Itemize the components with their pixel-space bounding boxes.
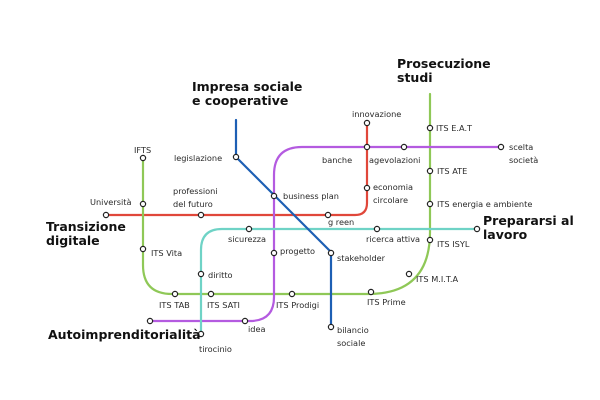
terminal-autoimprenditorialita: Autoimprenditorialità bbox=[48, 327, 201, 342]
label-banche: banche bbox=[322, 155, 352, 165]
label-green: g reen bbox=[328, 217, 354, 227]
label-diritto: diritto bbox=[208, 270, 233, 280]
autoimprenditorialita-purple-line bbox=[148, 145, 503, 323]
stop-stakeholder[interactable] bbox=[327, 249, 335, 257]
stop-ricerca-attiva[interactable] bbox=[373, 225, 381, 233]
stop-innovazione[interactable] bbox=[363, 119, 371, 127]
label-idea: idea bbox=[248, 324, 266, 334]
label-its-vita: ITS Vita bbox=[151, 248, 182, 258]
stop-green[interactable] bbox=[324, 211, 332, 219]
stop-its-isyl[interactable] bbox=[426, 236, 434, 244]
stop-autoimprenditorialita[interactable] bbox=[146, 317, 154, 325]
label-progetto: progetto bbox=[280, 246, 315, 256]
label-its-mita: ITS M.I.T.A bbox=[416, 274, 459, 284]
stop-its-sati[interactable] bbox=[207, 290, 215, 298]
stop-its-mita[interactable] bbox=[405, 270, 413, 278]
label-its-tab: ITS TAB bbox=[159, 300, 190, 310]
label-stakeholder: stakeholder bbox=[337, 253, 386, 263]
label-sicurezza: sicurezza bbox=[228, 234, 266, 244]
transizione-digitale-red-line bbox=[104, 121, 369, 217]
stop-its-energia[interactable] bbox=[426, 200, 434, 208]
stop-ifts[interactable] bbox=[139, 154, 147, 162]
label-its-eat: ITS E.A.T bbox=[436, 123, 473, 133]
stop-its-tab[interactable] bbox=[171, 290, 179, 298]
stop-legislazione[interactable] bbox=[232, 153, 240, 161]
label-ricerca-attiva: ricerca attiva bbox=[366, 234, 420, 244]
label-its-isyl: ITS ISYL bbox=[437, 239, 470, 249]
label-business-plan: business plan bbox=[283, 191, 339, 201]
stop-tirocinio[interactable] bbox=[197, 330, 205, 338]
stop-universita[interactable] bbox=[139, 200, 147, 208]
label-tirocinio: tirocinio bbox=[199, 344, 232, 354]
stop-business-plan[interactable] bbox=[270, 192, 278, 200]
stop-its-vita[interactable] bbox=[139, 245, 147, 253]
label-economia-circolare: economia circolare bbox=[373, 182, 416, 205]
terminal-prepararsi-al-lavoro: Prepararsi al lavoro bbox=[483, 213, 578, 242]
stop-its-prime[interactable] bbox=[367, 288, 375, 296]
label-professioni: professioni del futuro bbox=[173, 186, 220, 209]
stop-idea[interactable] bbox=[241, 317, 249, 325]
terminal-impresa-sociale: Impresa sociale e cooperative bbox=[192, 79, 307, 108]
stop-professioni[interactable] bbox=[197, 211, 205, 219]
label-its-sati: ITS SATI bbox=[207, 300, 240, 310]
stop-prepararsi[interactable] bbox=[473, 225, 481, 233]
stop-economia-circolare[interactable] bbox=[363, 184, 371, 192]
label-agevolazioni: agevolazioni bbox=[369, 155, 420, 165]
stop-sicurezza[interactable] bbox=[245, 225, 253, 233]
label-ifts: IFTS bbox=[134, 145, 151, 155]
label-its-ate: ITS ATE bbox=[437, 166, 467, 176]
label-legislazione: legislazione bbox=[174, 153, 222, 163]
label-innovazione: innovazione bbox=[352, 109, 401, 119]
label-its-prodigi: ITS Prodigi bbox=[276, 300, 319, 310]
stop-bilancio-sociale[interactable] bbox=[327, 323, 335, 331]
impresa-sociale-blue-line bbox=[234, 118, 333, 329]
stop-progetto[interactable] bbox=[270, 249, 278, 257]
stop-its-prodigi[interactable] bbox=[288, 290, 296, 298]
prosecuzione-studi-green-line bbox=[141, 92, 432, 296]
stop-diritto[interactable] bbox=[197, 270, 205, 278]
stop-transizione[interactable] bbox=[102, 211, 110, 219]
prepararsi-al-lavoro-teal-line bbox=[199, 227, 479, 336]
stop-banche[interactable] bbox=[363, 143, 371, 151]
terminal-transizione-digitale: Transizione digitale bbox=[46, 219, 130, 248]
label-scelta-societa: scelta società bbox=[509, 142, 538, 165]
stop-its-eat[interactable] bbox=[426, 124, 434, 132]
stop-its-ate[interactable] bbox=[426, 167, 434, 175]
label-its-prime: ITS Prime bbox=[367, 297, 406, 307]
label-its-energia: ITS energia e ambiente bbox=[437, 199, 532, 209]
label-universita: Università bbox=[90, 197, 131, 207]
stops bbox=[102, 119, 505, 338]
label-bilancio-sociale: bilancio sociale bbox=[337, 325, 371, 348]
terminal-prosecuzione-studi: Prosecuzione studi bbox=[397, 56, 495, 85]
stop-agevolazioni[interactable] bbox=[400, 143, 408, 151]
stop-scelta-societa[interactable] bbox=[497, 143, 505, 151]
